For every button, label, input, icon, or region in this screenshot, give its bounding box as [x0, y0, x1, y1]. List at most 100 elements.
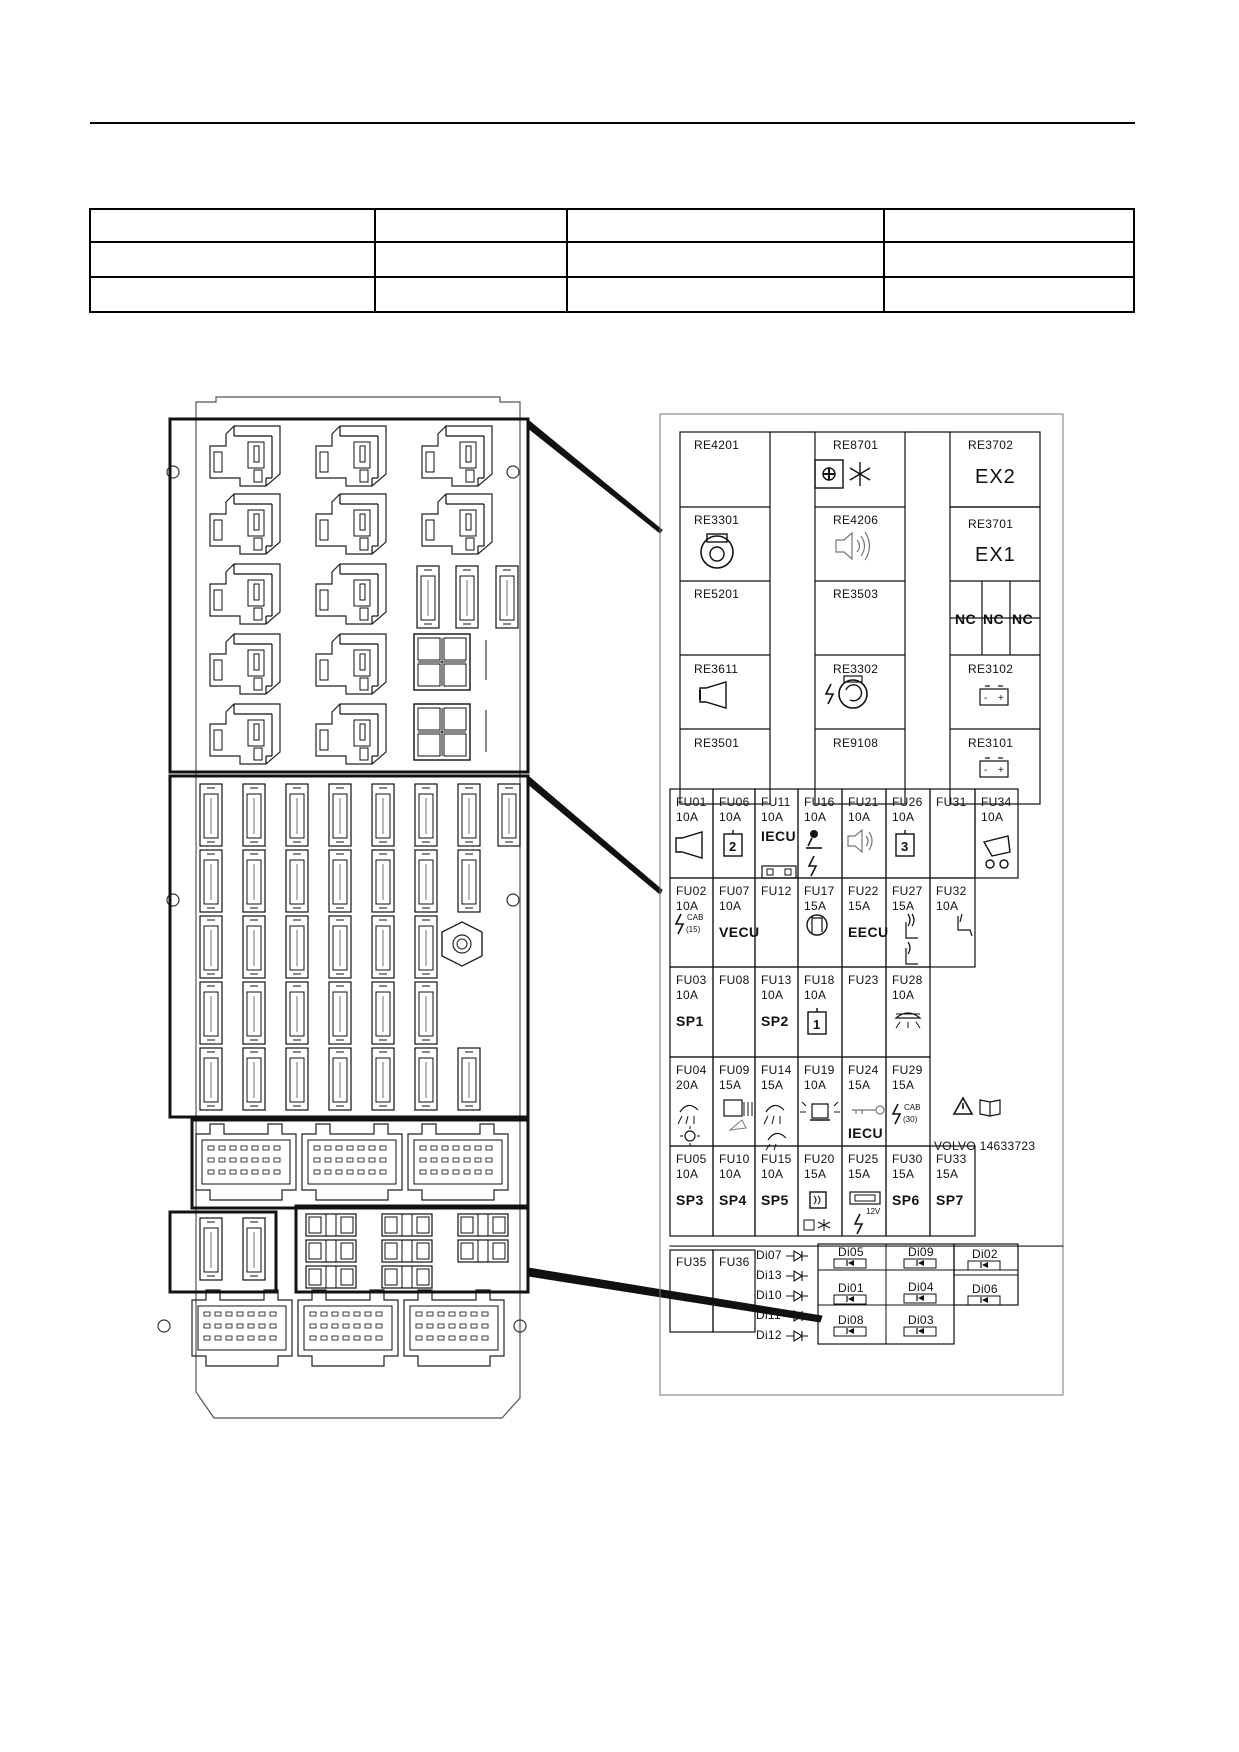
fuse-id-label: FU25 — [848, 1152, 879, 1166]
fuse-holder — [457, 1047, 481, 1111]
fuse-holder — [199, 981, 223, 1045]
relay-socket — [209, 493, 281, 555]
fuse-text-label: SP4 — [719, 1192, 747, 1208]
fuse-holder — [328, 915, 352, 979]
fuse-grid — [669, 788, 1064, 1333]
fuse-holder — [497, 783, 521, 847]
fuse-holder — [285, 981, 309, 1045]
fuse-holder — [285, 783, 309, 847]
diode-left-label: Di10 — [756, 1288, 782, 1302]
relay-label: RE3611 — [694, 662, 739, 676]
relay-socket — [315, 425, 387, 487]
fuse-amp-label: 10A — [892, 810, 915, 824]
svg-text:CAB: CAB — [904, 1103, 920, 1112]
fuse-holder — [242, 981, 266, 1045]
diode-left-label: Di07 — [756, 1248, 782, 1262]
fuse-text-label: SP7 — [936, 1192, 964, 1208]
connector — [301, 1123, 403, 1201]
fuse-id-label: FU32 — [936, 884, 967, 898]
diode-grid-label: Di01 — [838, 1281, 864, 1295]
fuse-id-label: FU15 — [761, 1152, 792, 1166]
header-table — [89, 208, 1135, 313]
fuse-holder — [285, 849, 309, 913]
fuse-amp-label: 10A — [719, 810, 742, 824]
fuse-amp-label: 10A — [981, 810, 1004, 824]
diode-list — [786, 1250, 808, 1342]
fuse-text-label: VECU — [719, 924, 760, 940]
fuse-id-label: FU33 — [936, 1152, 967, 1166]
board-diode-block — [413, 633, 471, 691]
fuse-id-label: FU35 — [676, 1255, 707, 1269]
fuse-id-label: FU18 — [804, 973, 835, 987]
fuse-amp-label: 10A — [761, 988, 784, 1002]
connector — [407, 1123, 509, 1201]
fuse-text-label: SP6 — [892, 1192, 920, 1208]
fuse-holder — [414, 1047, 438, 1111]
fuse-holder — [285, 1047, 309, 1111]
diode-grid-label: Di02 — [972, 1247, 998, 1261]
fuse-holder — [199, 783, 223, 847]
mini-relay — [457, 1239, 509, 1263]
relay-label: RE4201 — [694, 438, 740, 452]
mini-relay — [305, 1239, 357, 1263]
relay-label: RE9108 — [833, 736, 879, 750]
diode-left-label: Di11 — [756, 1308, 781, 1322]
fuse-text-label: IECU — [848, 1125, 884, 1141]
fuse-id-label: FU34 — [981, 795, 1012, 809]
mini-relay — [457, 1213, 509, 1237]
fuse-id-label: FU31 — [936, 795, 967, 809]
relay-socket — [209, 633, 281, 695]
fuse-id-label: FU03 — [676, 973, 707, 987]
relay-socket — [315, 703, 387, 765]
fuse-amp-label: 15A — [936, 1167, 959, 1181]
connector — [403, 1289, 505, 1367]
svg-text:3: 3 — [901, 839, 908, 854]
svg-text:+: + — [998, 693, 1004, 704]
diode-left-label: Di13 — [756, 1268, 782, 1282]
fuse-amp-label: 10A — [761, 810, 784, 824]
fuse-holder — [457, 849, 481, 913]
diode-grid-label: Di09 — [908, 1245, 934, 1259]
fuse-holder — [371, 783, 395, 847]
svg-text:+: + — [998, 765, 1004, 776]
fuse-amp-label: 15A — [848, 1167, 871, 1181]
fuse-holder — [371, 1047, 395, 1111]
fuse-id-label: FU09 — [719, 1063, 750, 1077]
mini-relay — [381, 1265, 433, 1289]
fuse-text-label: SP3 — [676, 1192, 704, 1208]
fuse-amp-label: 15A — [848, 899, 871, 913]
fuse-amp-label: 10A — [936, 899, 959, 913]
fuse-holder — [242, 1217, 266, 1281]
fuse-holder — [328, 981, 352, 1045]
nc-label: NC — [1012, 611, 1034, 627]
fuse-holder — [199, 1047, 223, 1111]
svg-text:CAB: CAB — [687, 913, 703, 922]
nc-label: NC — [955, 611, 977, 627]
relay-label: RE3702 — [968, 438, 1014, 452]
relay-socket — [421, 425, 493, 487]
fuse-id-label: FU22 — [848, 884, 879, 898]
relay-label: RE3101 — [968, 736, 1014, 750]
fuse-holders — [199, 565, 521, 1281]
connector — [191, 1289, 293, 1367]
svg-text:12V: 12V — [866, 1207, 881, 1216]
fuse-holder — [457, 783, 481, 847]
fuse-amp-label: 15A — [804, 899, 827, 913]
fuse-id-label: FU26 — [892, 795, 923, 809]
fuse-holder — [414, 915, 438, 979]
fuse-id-label: FU19 — [804, 1063, 835, 1077]
svg-text:-: - — [984, 693, 987, 704]
relay-socket — [315, 493, 387, 555]
fuse-amp-label: 10A — [804, 1078, 827, 1092]
fuse-amp-label: 10A — [676, 1167, 699, 1181]
relay-sockets — [209, 425, 493, 765]
diode-grid-label: Di08 — [838, 1313, 864, 1327]
fuse-holder — [328, 849, 352, 913]
fuse-id-label: FU30 — [892, 1152, 923, 1166]
diode-grid — [817, 1243, 1019, 1345]
nc-label: NC — [983, 611, 1005, 627]
callout-lines — [527, 418, 823, 1323]
